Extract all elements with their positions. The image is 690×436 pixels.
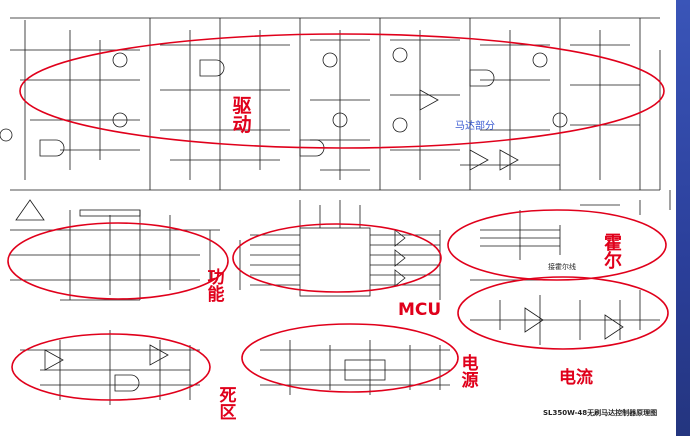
power-region-ellipse bbox=[241, 323, 459, 393]
mcu-label: MCU bbox=[398, 300, 442, 320]
hall-line-label: 接霍尔线 bbox=[548, 263, 576, 271]
schematic-wiring bbox=[0, 17, 671, 405]
function-region-ellipse bbox=[7, 222, 229, 300]
function-label: 功能 bbox=[207, 268, 225, 305]
deadzone-label: 死区 bbox=[219, 386, 237, 423]
annotation-ellipses bbox=[7, 33, 669, 401]
current-label: 电流 bbox=[559, 368, 593, 388]
hall-label: 霍尔 bbox=[604, 233, 622, 272]
diagram-title: SL350W-48无刷马达控制器原理图 bbox=[543, 409, 658, 417]
drive-region-ellipse bbox=[19, 33, 665, 149]
hall-region-ellipse bbox=[447, 209, 667, 281]
mcu-region-ellipse bbox=[232, 223, 442, 293]
power-label: 电源 bbox=[461, 354, 479, 391]
drive-label: 驱动 bbox=[232, 95, 252, 136]
motor-part-label: 马达部分 bbox=[455, 121, 495, 132]
schematic-paper bbox=[0, 0, 676, 436]
deadzone-region-ellipse bbox=[11, 333, 211, 401]
current-region-ellipse bbox=[457, 276, 669, 350]
